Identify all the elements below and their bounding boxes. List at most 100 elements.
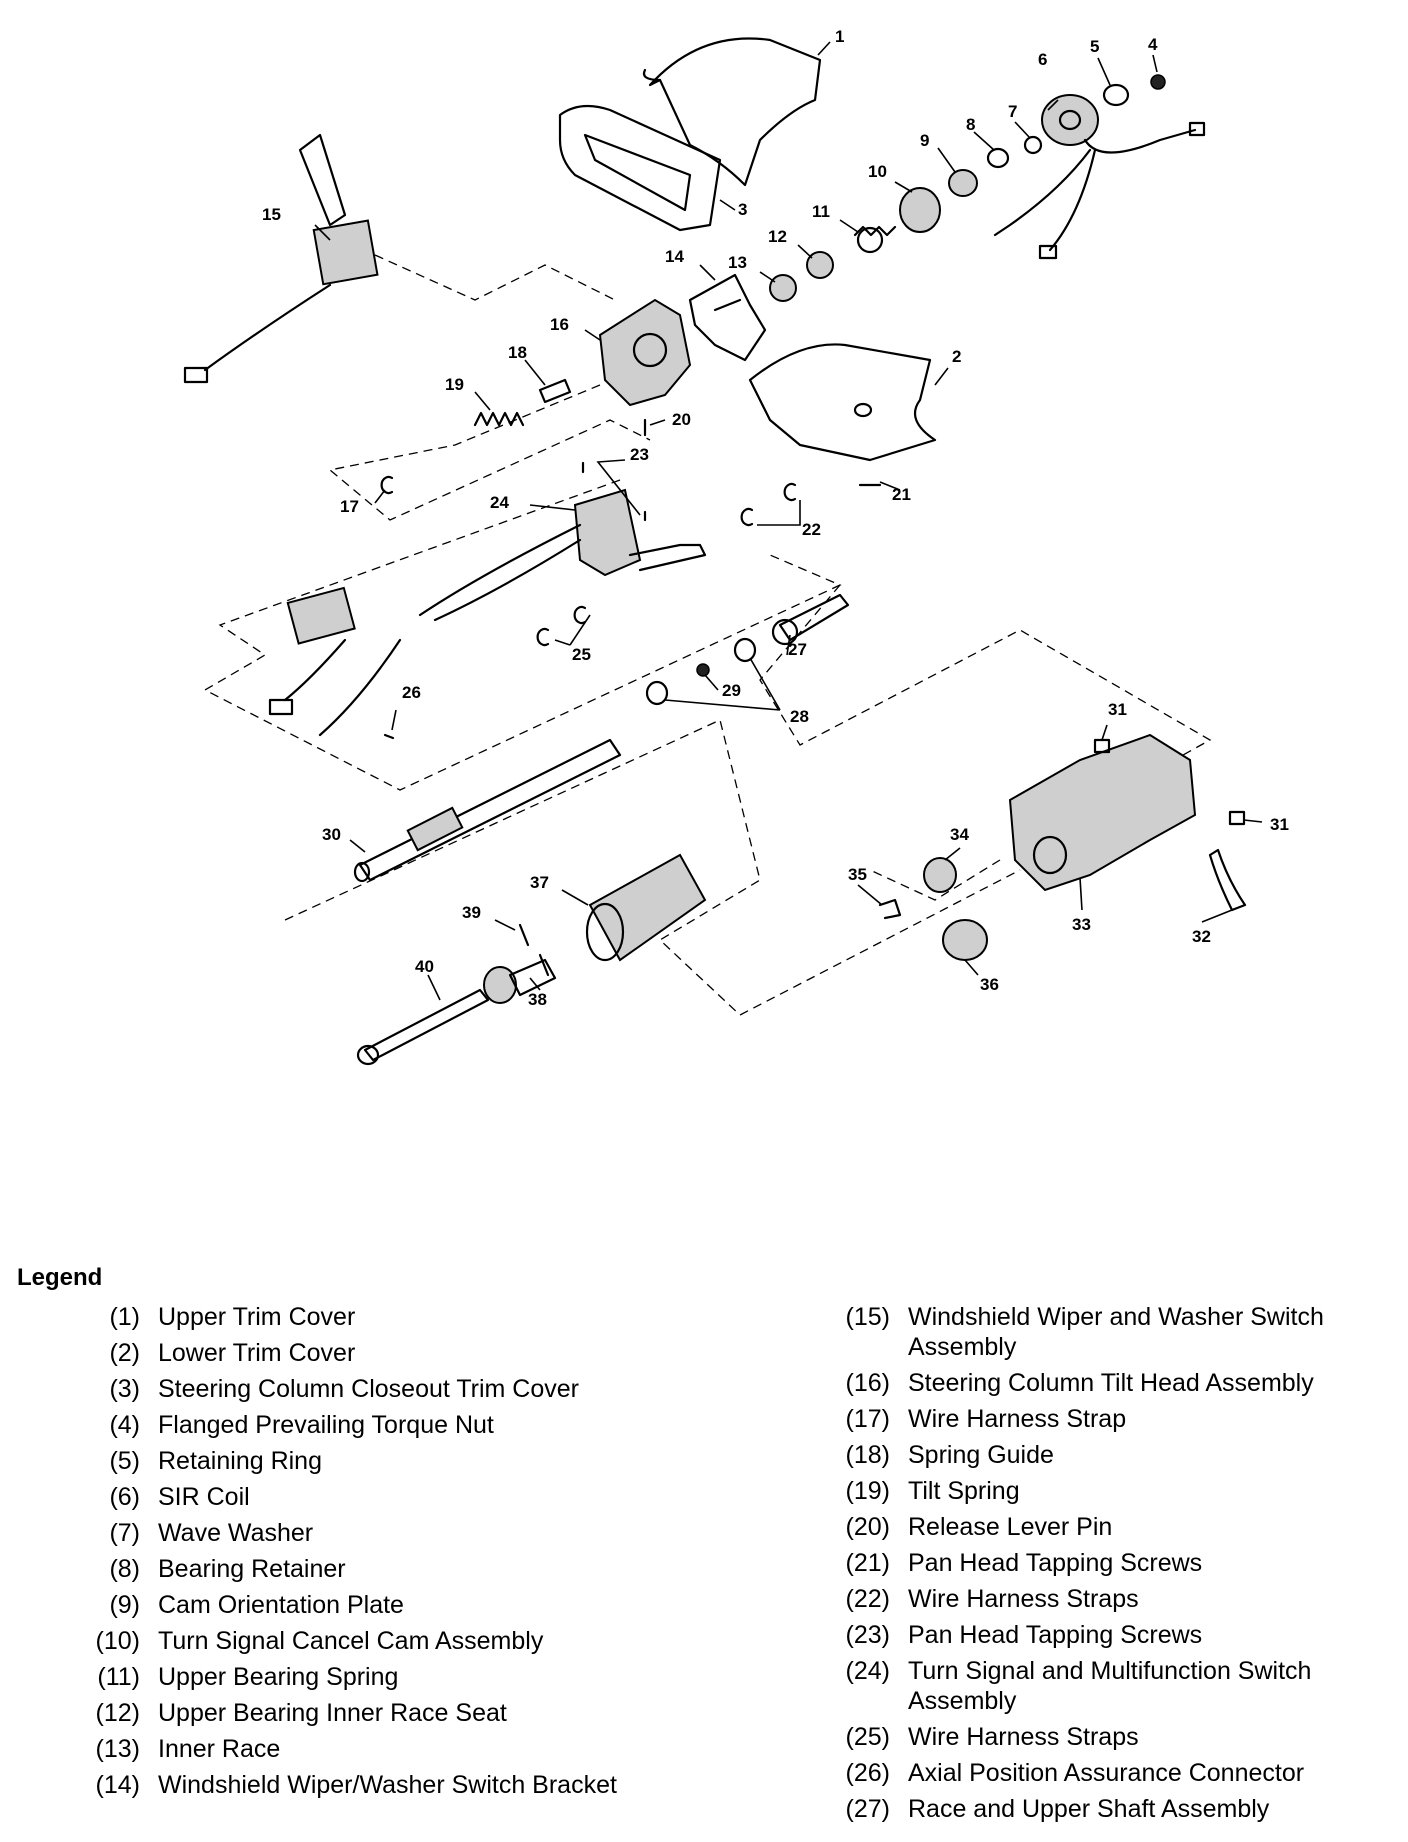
callout-33: 33	[1072, 915, 1091, 934]
intermediate-shaft-part	[356, 923, 557, 1066]
callout-22: 22	[802, 520, 821, 539]
legend-item-label: Pan Head Tapping Screws	[908, 1549, 1203, 1577]
callout-25: 25	[572, 645, 591, 664]
legend-item-label: Cam Orientation Plate	[158, 1591, 404, 1619]
legend-item: (22)Wire Harness Straps	[810, 1584, 1390, 1614]
legend-item-number: (19)	[845, 1477, 890, 1505]
legend-item: (3) Steering Column Closeout Trim Cover	[60, 1374, 700, 1404]
legend-item: (10)Turn Signal Cancel Cam Assembly	[60, 1626, 700, 1656]
callout-4: 4	[1148, 35, 1158, 54]
legend-item: (25)Wire Harness Straps	[810, 1722, 1390, 1752]
exploded-steering-column-diagram: 1 2 3 4 5 6 7 8 9 10 11 12 13 14 15 16 1…	[183, 27, 1289, 1066]
legend-item: (24) Turn Signal and Multifunction Switch…	[810, 1656, 1390, 1716]
callout-26: 26	[402, 683, 421, 702]
legend-item-label: Windshield Wiper/Washer Switch Bracket	[158, 1771, 617, 1799]
tapping-screws	[383, 461, 882, 740]
legend-item: (18) Spring Guide	[810, 1440, 1390, 1470]
legend-item: (20)Release Lever Pin	[810, 1512, 1390, 1542]
legend-item-label: Tilt Spring	[908, 1477, 1020, 1505]
callout-39: 39	[462, 903, 481, 922]
legend-left-column: (1)Upper Trim Cover(2)Lower Trim Cover(3…	[60, 1302, 700, 1806]
spring-guide-tilt-spring-pin	[473, 378, 647, 437]
legend-item: (5)Retaining Ring	[60, 1446, 700, 1476]
legend-item-label: Windshield Wiper and Washer Switch Assem…	[908, 1303, 1324, 1361]
legend-item-label: Bearing Retainer	[158, 1555, 346, 1583]
callout-16: 16	[550, 315, 569, 334]
race-and-upper-shaft-part	[645, 593, 850, 706]
callout-numbers: 1 2 3 4 5 6 7 8 9 10 11 12 13 14 15 16 1…	[262, 27, 1289, 1009]
legend-item-label: SIR Coil	[158, 1483, 250, 1511]
legend-item-number: (18)	[845, 1441, 890, 1469]
lower-trim-cover-part	[748, 343, 937, 462]
legend-item-label: Upper Bearing Spring	[158, 1663, 399, 1691]
tilt-head-assembly-part	[598, 298, 692, 407]
turn-signal-switch-part	[268, 488, 707, 737]
callout-12: 12	[768, 227, 787, 246]
legend-item-number: (27)	[845, 1795, 890, 1823]
legend-item-label: Steering Column Closeout Trim Cover	[158, 1375, 579, 1403]
legend-item-number: (24)	[845, 1657, 890, 1685]
legend-item-label: Upper Bearing Inner Race Seat	[158, 1699, 507, 1727]
callout-leader-lines	[314, 41, 1263, 1001]
legend-item: (27)Race and Upper Shaft Assembly	[810, 1794, 1390, 1824]
legend-item-label: Upper Trim Cover	[158, 1303, 356, 1331]
sir-coil-part	[993, 94, 1206, 260]
legend-item: (6)SIR Coil	[60, 1482, 700, 1512]
legend-item: (17)Wire Harness Strap	[810, 1404, 1390, 1434]
callout-32: 32	[1192, 927, 1211, 946]
legend-item-number: (10)	[95, 1627, 140, 1655]
callout-23: 23	[630, 445, 649, 464]
legend-item-number: (16)	[845, 1369, 890, 1397]
callout-5: 5	[1090, 37, 1099, 56]
callout-31-right: 31	[1270, 815, 1289, 834]
legend-item: (16) Steering Column Tilt Head Assembly	[810, 1368, 1390, 1398]
legend-title: Legend	[17, 1264, 103, 1291]
closeout-trim-cover-part	[558, 104, 722, 232]
callout-19: 19	[445, 375, 464, 394]
callout-14: 14	[665, 247, 684, 266]
callout-21: 21	[892, 485, 911, 504]
assembly-guide-lines	[203, 254, 1212, 1016]
legend-item-number: (3)	[109, 1375, 140, 1403]
legend-item-label: Spring Guide	[908, 1441, 1054, 1469]
legend-item-label: Wire Harness Straps	[908, 1585, 1139, 1613]
legend-item-number: (5)	[109, 1447, 140, 1475]
cancel-cam-and-bearing-parts	[769, 187, 941, 302]
legend-item-number: (7)	[109, 1519, 140, 1547]
callout-15: 15	[262, 205, 281, 224]
wiper-switch-assembly-part	[183, 133, 379, 384]
callout-20: 20	[672, 410, 691, 429]
callout-13: 13	[728, 253, 747, 272]
legend-item-number: (8)	[109, 1555, 140, 1583]
callout-3: 3	[738, 200, 747, 219]
legend-item-label: Inner Race	[158, 1735, 281, 1763]
callout-27: 27	[788, 640, 807, 659]
lower-shaft-part	[353, 738, 622, 883]
callout-2: 2	[952, 347, 961, 366]
callout-36: 36	[980, 975, 999, 994]
callout-31: 31	[1108, 700, 1127, 719]
harness-strap-hooks	[380, 475, 797, 647]
small-rings-and-washers	[948, 74, 1166, 197]
legend-item-label: Steering Column Tilt Head Assembly	[908, 1369, 1314, 1397]
callout-37: 37	[530, 873, 549, 892]
legend-item: (12)Upper Bearing Inner Race Seat	[60, 1698, 700, 1728]
legend-item-number: (11)	[97, 1663, 140, 1691]
callout-29: 29	[722, 681, 741, 700]
callout-8: 8	[966, 115, 975, 134]
callout-38: 38	[528, 990, 547, 1009]
steering-column-housing-part	[878, 733, 1247, 961]
legend-item-number: (1)	[109, 1303, 140, 1331]
callout-10: 10	[868, 162, 887, 181]
legend-item-label: Wire Harness Straps	[908, 1723, 1139, 1751]
callout-40: 40	[415, 957, 434, 976]
legend-item: (14)Windshield Wiper/Washer Switch Brack…	[60, 1770, 700, 1800]
legend-item: (19) Tilt Spring	[810, 1476, 1390, 1506]
legend-item: (23)Pan Head Tapping Screws	[810, 1620, 1390, 1650]
callout-24: 24	[490, 493, 509, 512]
legend-item-number: (2)	[109, 1339, 140, 1367]
callout-9: 9	[920, 131, 929, 150]
legend-item-label: Wire Harness Strap	[908, 1405, 1127, 1433]
legend-item-number: (9)	[109, 1591, 140, 1619]
legend-item-label: Turn Signal and Multifunction Switch Ass…	[908, 1657, 1312, 1715]
